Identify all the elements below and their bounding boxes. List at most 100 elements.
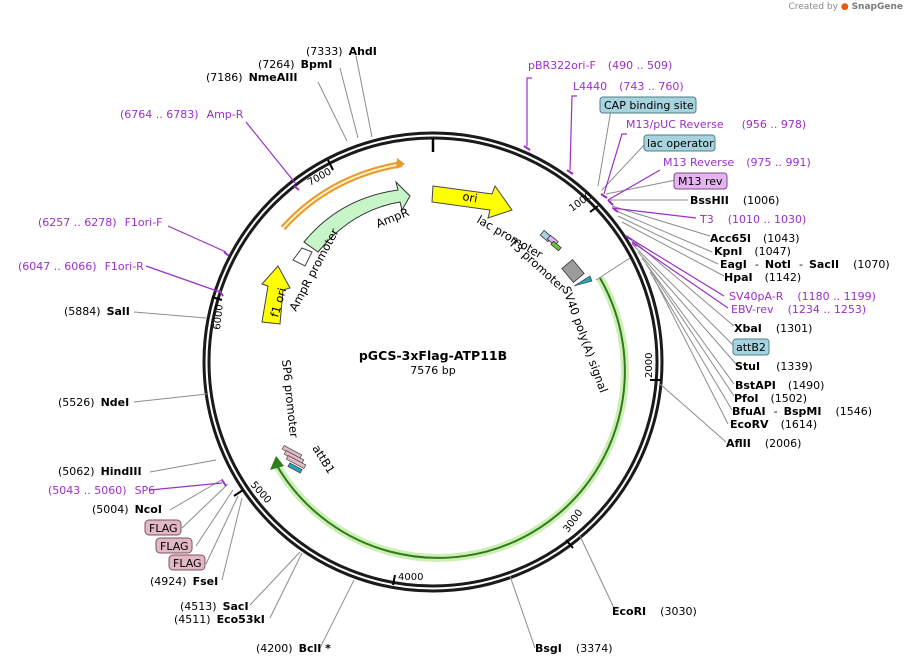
sp6-promoter-label: SP6 promoter (279, 359, 301, 439)
site-pfoi-name: PfoI (734, 392, 759, 405)
flag-box-1-label: FLAG (149, 522, 178, 535)
site-saci: (4513)SacI (180, 600, 249, 613)
site-bstapi-pos: (1490) (788, 379, 825, 392)
site-ecorv-name: EcoRV (730, 418, 769, 431)
site-sali-name: SalI (107, 305, 130, 318)
primer-pbr322: pBR322ori-F(490 .. 509) (528, 59, 672, 72)
primer-t3-name: T3 (699, 213, 714, 226)
site-stui-pos: (1339) (776, 360, 813, 373)
site-aflii: AflII(2006) (726, 437, 801, 450)
sv40-arrow (573, 275, 593, 287)
flag-box-1 (144, 519, 182, 536)
site-ahdi: (7333)AhdI (306, 45, 377, 58)
site-nmeaiii-pos: (7186) (206, 71, 243, 84)
site-bfuai-sep: - (774, 405, 778, 418)
flag-box-3-label: FLAG (173, 557, 202, 570)
site-kpni: KpnI(1047) (714, 245, 791, 258)
site-stui: StuI(1339) (735, 360, 813, 373)
site-ndei-pos: (5526) (58, 396, 95, 409)
site-eagi-sep2: - (799, 258, 803, 271)
ori-label: ori (461, 189, 478, 205)
primer-pbr322-pos: (490 .. 509) (608, 59, 673, 72)
site-sali-pos: (5884) (64, 305, 101, 318)
site-hindiii-name: HindIII (101, 465, 142, 478)
site-bsshii-name: BssHII (690, 194, 729, 207)
site-bstapi-name: BstAPI (735, 379, 776, 392)
primer-ebvrev: EBV-rev(1234 .. 1253) (731, 303, 866, 316)
site-sali: (5884) SalI (64, 305, 130, 318)
credit-brand: SnapGene (851, 2, 903, 12)
lac-operator-box (643, 134, 716, 152)
primer-f1orir-pos: (6047 .. 6066) (18, 260, 97, 273)
site-hpai-name: HpaI (724, 271, 753, 284)
primer-l4440-name: L4440 (573, 80, 607, 93)
site-noti-name: NotI (765, 258, 791, 271)
site-hindiii-pos: (5062) (58, 465, 95, 478)
site-eagi-sep1: - (755, 258, 759, 271)
site-bsgi-name: BsgI (535, 642, 562, 655)
plasmid-name: pGCS-3xFlag-ATP11B (359, 348, 507, 363)
site-ecori-pos: (3030) (660, 605, 697, 618)
site-bfuai-pos: (1546) (835, 405, 872, 418)
sv40-box (561, 259, 585, 283)
tick-4000: 4000 (398, 572, 423, 583)
primer-f1orir-name: F1ori-R (105, 260, 145, 273)
cap-binding-box (599, 96, 697, 114)
site-bsshii: BssHII (1006) (690, 194, 779, 207)
site-hpai: HpaI (1142) (724, 271, 801, 284)
site-xbai-pos: (1301) (776, 322, 813, 335)
site-xbai-name: XbaI (734, 322, 762, 335)
site-ndei: (5526) NdeI (58, 396, 129, 409)
primer-sv40par: SV40pA-R (1180 .. 1199) (729, 290, 876, 303)
primer-sv40par-name: SV40pA-R (729, 290, 784, 303)
primer-t3-pos: (1010 .. 1030) (728, 213, 807, 226)
primer-m13puc-pos: (956 .. 978) (742, 118, 807, 131)
site-bcli-name: BclI * (299, 642, 332, 655)
primer-ticks (218, 145, 638, 487)
site-aflii-name: AflII (726, 437, 751, 450)
site-hpai-pos: (1142) (765, 271, 802, 284)
site-bsshii-pos: (1006) (743, 194, 780, 207)
flag-box-3 (168, 554, 206, 571)
primer-m13puc: M13/pUC Reverse(956 .. 978) (626, 118, 806, 131)
lac-operator-label: lac operator (647, 137, 714, 150)
site-bstapi: BstAPI (1490) (735, 379, 824, 392)
ori-feature (431, 184, 513, 219)
primer-l4440-pos: (743 .. 760) (619, 80, 684, 93)
primer-sp6-pos: (5043 .. 5060) (48, 484, 127, 497)
site-ahdi-pos: (7333) (306, 45, 343, 58)
ampr-label: AmpR (374, 205, 411, 231)
primer-ampr-pos: (6764 .. 6783) (120, 108, 199, 121)
primer-ebvrev-name: EBV-rev (731, 303, 774, 316)
site-bcli-pos: (4200) (256, 642, 293, 655)
snapgene-credit: Created by ● SnapGene (788, 2, 903, 12)
orf-arc-inner (282, 163, 403, 229)
tick-2000: 2000 (644, 353, 655, 378)
ruler-ticks (211, 159, 661, 586)
site-acc65i: Acc65I(1043) (710, 232, 800, 245)
ampr-feature (303, 180, 411, 253)
primer-l4440: L4440 (743 .. 760) (573, 80, 684, 93)
site-eco53ki: (4511) Eco53kI (174, 613, 265, 626)
site-bpmi: (7264)BpmI (258, 58, 332, 71)
site-eagi-noti-sacii: EagI-NotI-SacII(1070) (720, 258, 890, 271)
site-ecorv-pos: (1614) (781, 418, 818, 431)
site-ndei-name: NdeI (101, 396, 130, 409)
attb2-label: attB2 (736, 341, 766, 354)
site-bcli: (4200) BclI * (256, 642, 331, 655)
site-acc65i-name: Acc65I (710, 232, 751, 245)
flag-box-2-label: FLAG (160, 540, 189, 553)
sv40-label: SV40 poly(A) signal (559, 284, 611, 394)
plasmid-size: 7576 bp (410, 364, 455, 377)
site-eco53ki-pos: (4511) (174, 613, 211, 626)
primer-sv40par-pos: (1180 .. 1199) (797, 290, 876, 303)
site-sacii-name: SacII (809, 258, 839, 271)
site-nmeaiii-name: NmeAIII (249, 71, 298, 84)
ampr-promoter-arrow (292, 247, 313, 267)
site-ncoi-pos: (5004) (92, 503, 129, 516)
site-bpmi-pos: (7264) (258, 58, 295, 71)
site-ncoi-name: NcoI (135, 503, 162, 516)
site-fsei-pos: (4924) (150, 575, 187, 588)
site-eco53ki-name: Eco53kI (217, 613, 265, 626)
